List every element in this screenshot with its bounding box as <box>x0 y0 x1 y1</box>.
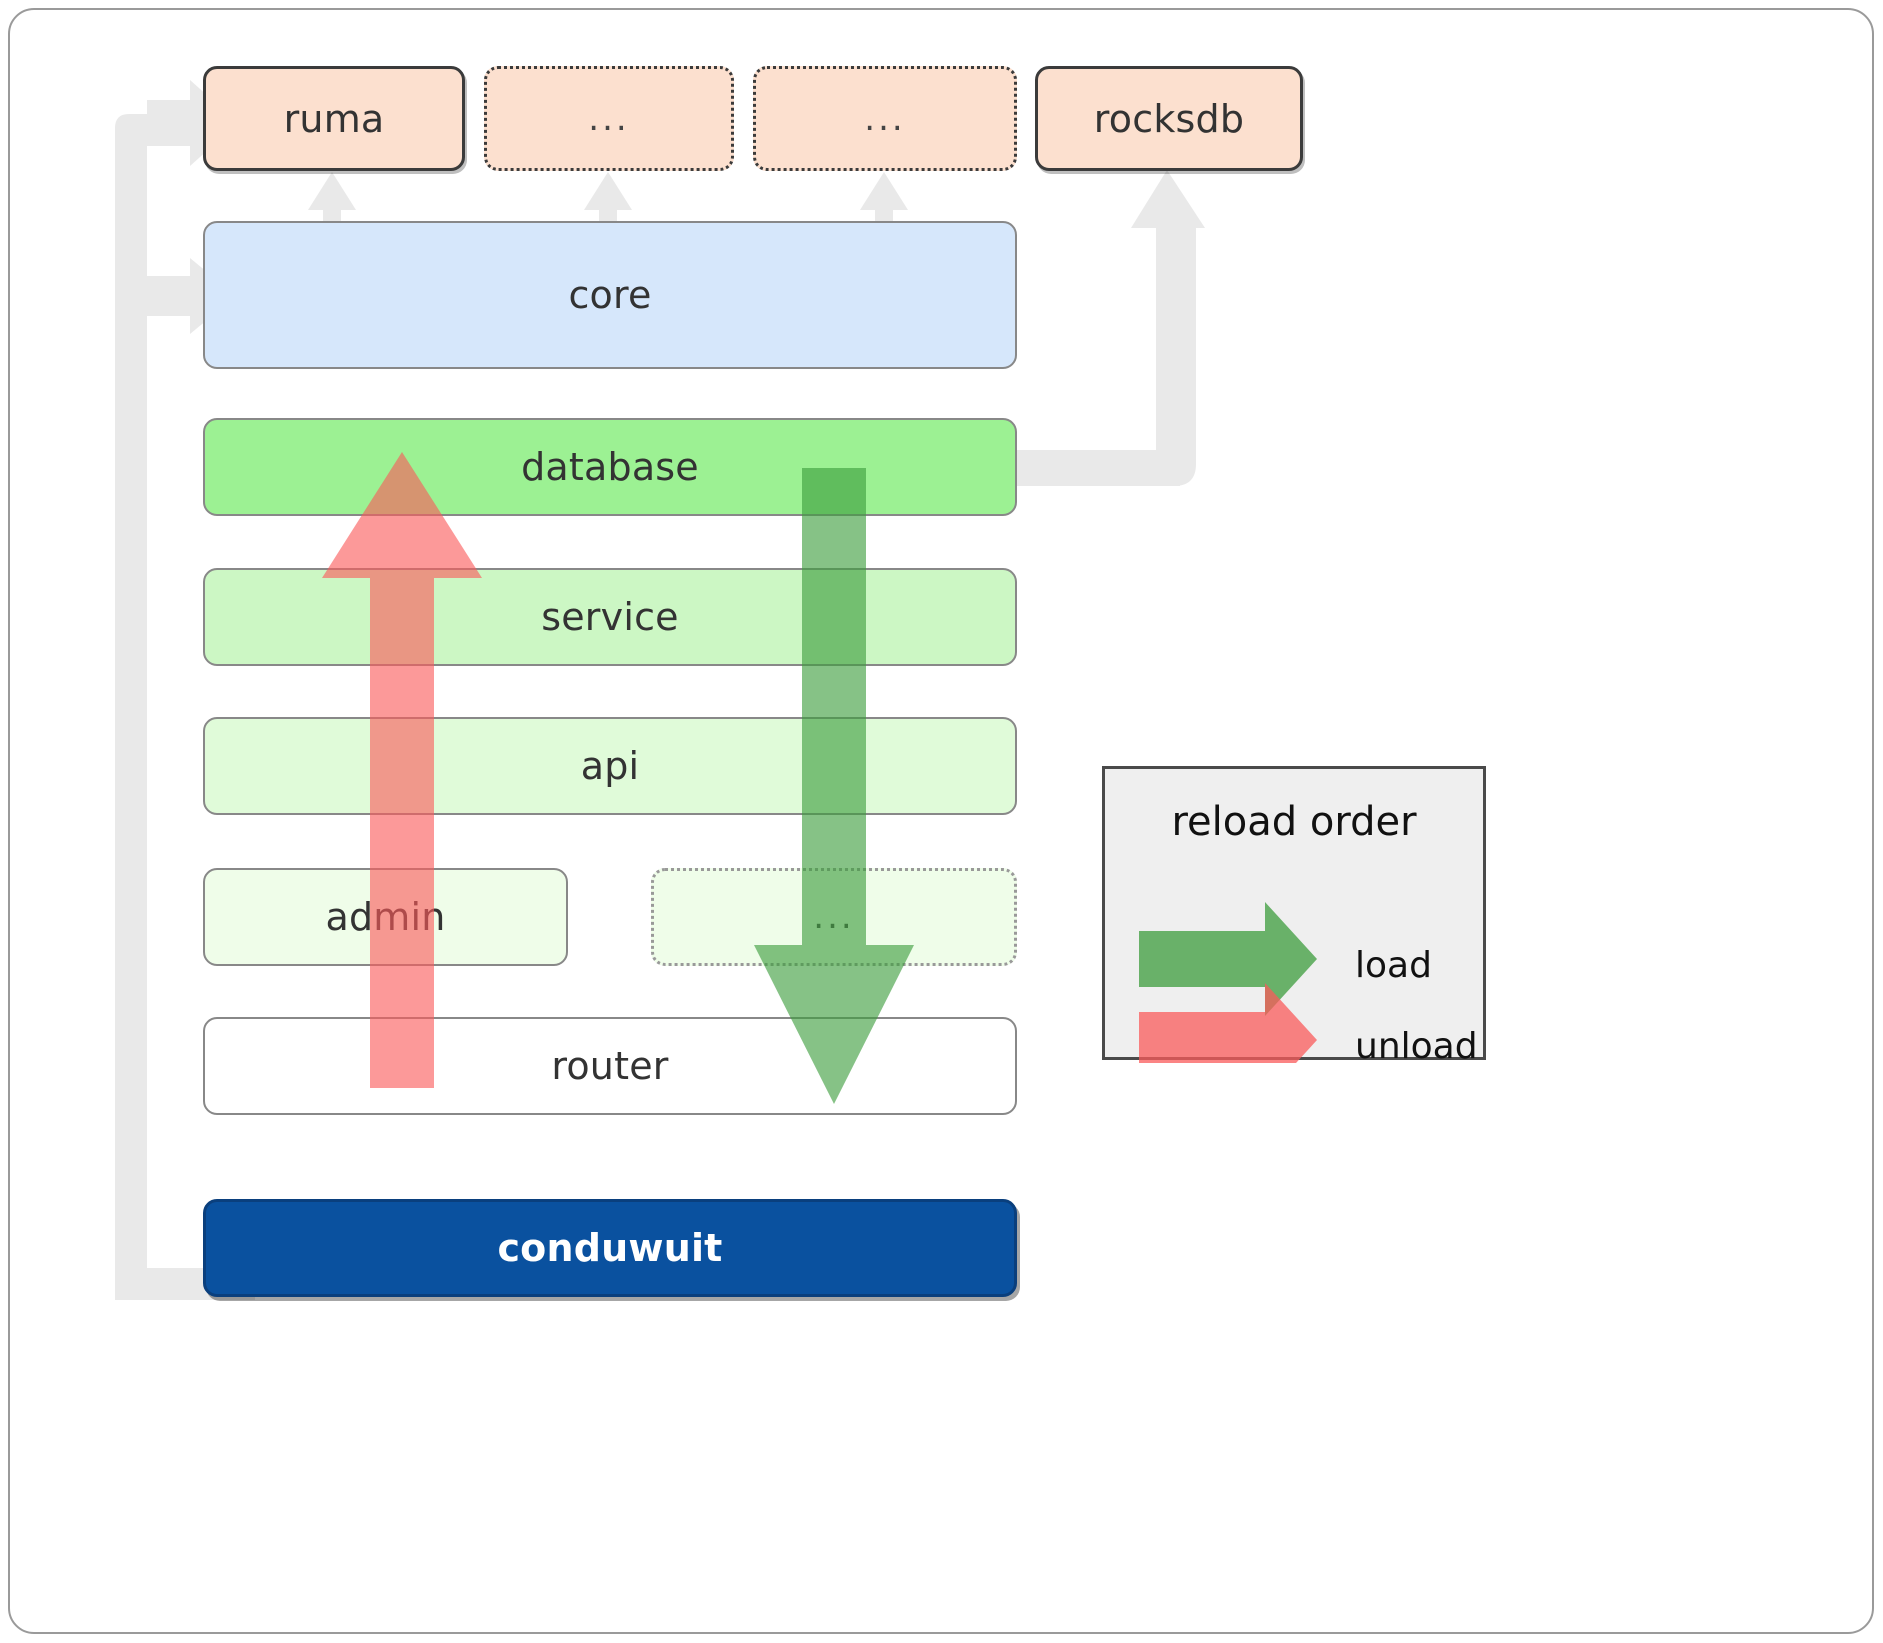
node-admin-label: admin <box>325 895 446 939</box>
legend-label-load: load <box>1355 945 1432 986</box>
legend-title: reload order <box>1171 799 1417 845</box>
node-database-label: database <box>521 445 699 489</box>
node-service[interactable]: service <box>203 568 1017 666</box>
node-rocksdb[interactable]: rocksdb <box>1035 66 1303 171</box>
node-router[interactable]: router <box>203 1017 1017 1115</box>
legend-label-unload: unload <box>1355 1026 1478 1067</box>
node-dep-more-2-label: ... <box>864 98 906 139</box>
legend-swatches <box>1139 902 1317 1063</box>
node-api-label: api <box>580 744 640 788</box>
node-dep-more-1-label: ... <box>588 98 630 139</box>
node-conduwuit-label: conduwuit <box>497 1226 723 1270</box>
legend-load-arrow <box>1139 902 1317 1016</box>
node-core-label: core <box>568 273 652 317</box>
legend-unload-arrow <box>1139 983 1317 1063</box>
node-rocksdb-label: rocksdb <box>1093 96 1245 141</box>
node-ruma-label: ruma <box>283 96 385 141</box>
node-dep-more-1[interactable]: ... <box>484 66 734 171</box>
legend-panel: reload order load unload <box>1102 766 1486 1067</box>
node-dep-more-2[interactable]: ... <box>753 66 1017 171</box>
node-conduwuit[interactable]: conduwuit <box>203 1199 1017 1297</box>
node-router-label: router <box>551 1044 669 1088</box>
node-more-layer[interactable]: ... <box>651 868 1017 966</box>
node-api[interactable]: api <box>203 717 1017 815</box>
node-service-label: service <box>541 595 679 639</box>
node-more-layer-label: ... <box>813 897 855 937</box>
node-database[interactable]: database <box>203 418 1017 516</box>
node-core[interactable]: core <box>203 221 1017 369</box>
node-ruma[interactable]: ruma <box>203 66 465 171</box>
node-admin[interactable]: admin <box>203 868 568 966</box>
